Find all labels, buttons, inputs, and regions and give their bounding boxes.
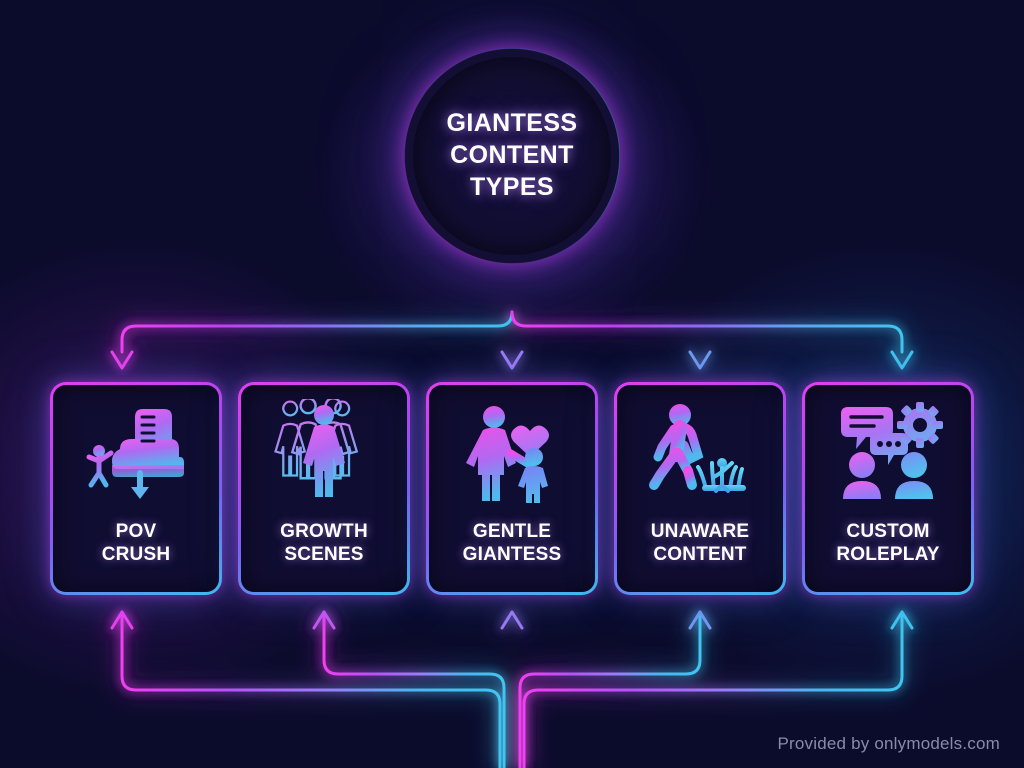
card-unaware-content-label: UNAWARE CONTENT bbox=[651, 520, 750, 566]
central-hub[interactable]: GIANTESS CONTENT TYPES bbox=[404, 48, 620, 264]
card-label-line-2: SCENES bbox=[284, 543, 364, 565]
card-unaware-content-inner: UNAWARE CONTENT bbox=[617, 385, 783, 592]
card-label-line-1: GROWTH bbox=[280, 520, 368, 542]
woman-child-heart-icon bbox=[466, 406, 549, 503]
card-pov-crush-inner: POV CRUSH bbox=[53, 385, 219, 592]
boot-crush-icon bbox=[86, 409, 184, 499]
hub-title-line-1: GIANTESS bbox=[446, 109, 578, 138]
card-label-line-2: ROLEPLAY bbox=[836, 543, 940, 565]
card-label-line-2: CONTENT bbox=[653, 543, 747, 565]
card-gentle-giantess-label: GENTLE GIANTESS bbox=[463, 520, 562, 566]
growing-figures-icon bbox=[274, 399, 359, 497]
card-growth-scenes-label: GROWTH SCENES bbox=[280, 520, 368, 566]
walking-figure-grass-icon bbox=[649, 404, 746, 493]
card-label-line-1: UNAWARE bbox=[650, 520, 750, 542]
chat-avatars-gear-icon bbox=[841, 402, 943, 499]
central-hub-inner: GIANTESS CONTENT TYPES bbox=[413, 57, 611, 255]
card-gentle-giantess-inner: GENTLE GIANTESS bbox=[429, 385, 595, 592]
card-growth-scenes[interactable]: GROWTH SCENES bbox=[238, 382, 410, 595]
card-label-line-1: POV bbox=[115, 520, 157, 542]
card-custom-roleplay-label: CUSTOM ROLEPLAY bbox=[836, 520, 939, 566]
card-label-line-2: CRUSH bbox=[101, 543, 171, 565]
card-label-line-1: GENTLE bbox=[472, 520, 552, 542]
card-pov-crush[interactable]: POV CRUSH bbox=[50, 382, 222, 595]
card-unaware-content[interactable]: UNAWARE CONTENT bbox=[614, 382, 786, 595]
hub-title-line-2: CONTENT bbox=[450, 141, 574, 170]
footer-credit: Provided by onlymodels.com bbox=[777, 734, 1000, 753]
hub-title-line-3: TYPES bbox=[470, 172, 554, 201]
card-growth-scenes-inner: GROWTH SCENES bbox=[241, 385, 407, 592]
card-pov-crush-label: POV CRUSH bbox=[102, 520, 171, 566]
card-label-line-1: CUSTOM bbox=[846, 520, 930, 542]
card-custom-roleplay[interactable]: CUSTOM ROLEPLAY bbox=[802, 382, 974, 595]
card-custom-roleplay-inner: CUSTOM ROLEPLAY bbox=[805, 385, 971, 592]
card-label-line-2: GIANTESS bbox=[462, 543, 562, 565]
card-gentle-giantess[interactable]: GENTLE GIANTESS bbox=[426, 382, 598, 595]
